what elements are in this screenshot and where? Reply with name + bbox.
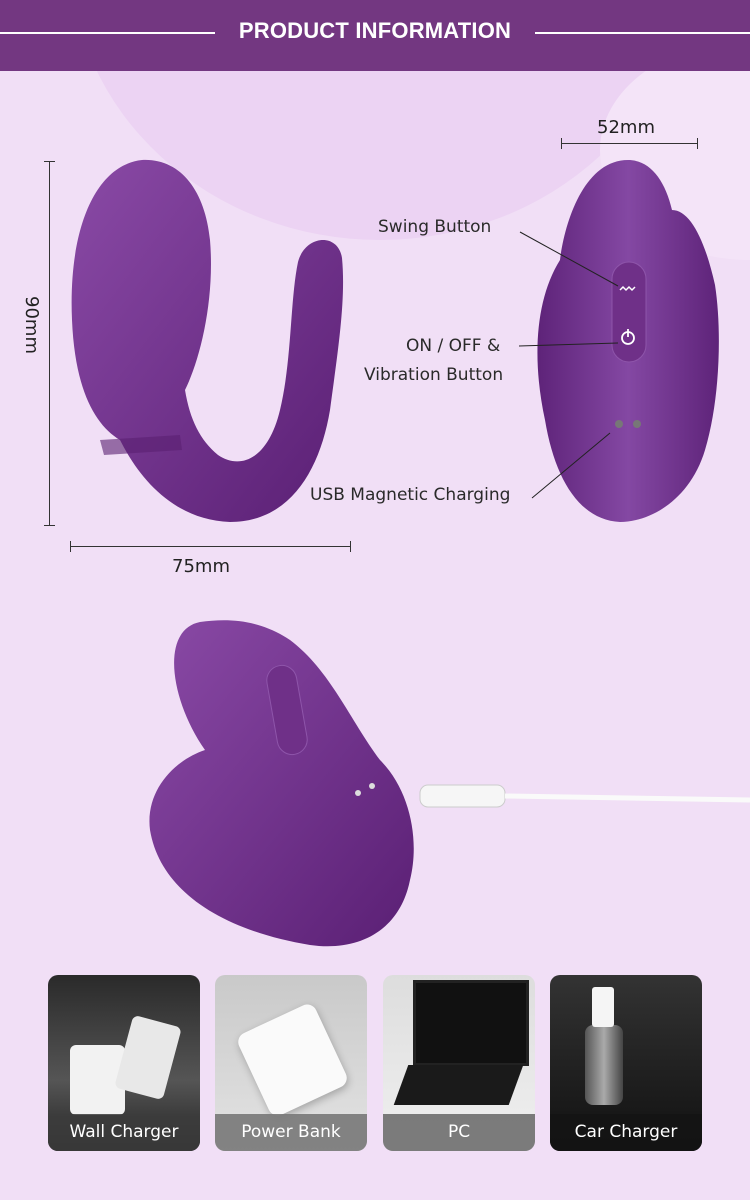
section-header: PRODUCT INFORMATION <box>0 0 750 71</box>
vibration-button-label: Vibration Button <box>364 365 504 385</box>
height-dimension: 90mm <box>21 296 42 354</box>
charging-option-wall-charger: Wall Charger <box>48 975 200 1151</box>
tick <box>697 138 698 149</box>
charging-option-car-charger: Car Charger <box>550 975 702 1151</box>
tick <box>44 525 55 526</box>
width-dimension: 75mm <box>172 556 230 577</box>
swing-icon <box>619 285 636 292</box>
header-rule-left <box>0 32 215 34</box>
tile-caption: Wall Charger <box>48 1114 200 1151</box>
power-bank-image <box>234 1001 351 1119</box>
laptop-keyboard <box>393 1065 524 1105</box>
charging-option-pc: PC <box>383 975 535 1151</box>
tick <box>561 138 562 149</box>
usb-plug <box>592 987 614 1027</box>
width-dimension-line <box>70 546 351 547</box>
usb-charging-label: USB Magnetic Charging <box>310 485 511 505</box>
tick <box>44 161 55 162</box>
wall-charger-image <box>114 1014 182 1101</box>
power-button-label: ON / OFF & <box>406 336 501 356</box>
tick <box>350 541 351 552</box>
depth-dimension-line <box>561 143 698 144</box>
tile-caption: PC <box>383 1114 535 1151</box>
depth-dimension: 52mm <box>597 117 655 138</box>
car-charger-image <box>585 1025 623 1105</box>
charging-option-power-bank: Power Bank <box>215 975 367 1151</box>
swing-button-label: Swing Button <box>378 217 492 237</box>
laptop-image <box>413 980 529 1066</box>
header-rule-right <box>535 32 750 34</box>
height-dimension-line <box>49 161 50 526</box>
page-title: PRODUCT INFORMATION <box>238 18 512 43</box>
tick <box>70 541 71 552</box>
tile-caption: Power Bank <box>215 1114 367 1151</box>
tile-caption: Car Charger <box>550 1114 702 1151</box>
